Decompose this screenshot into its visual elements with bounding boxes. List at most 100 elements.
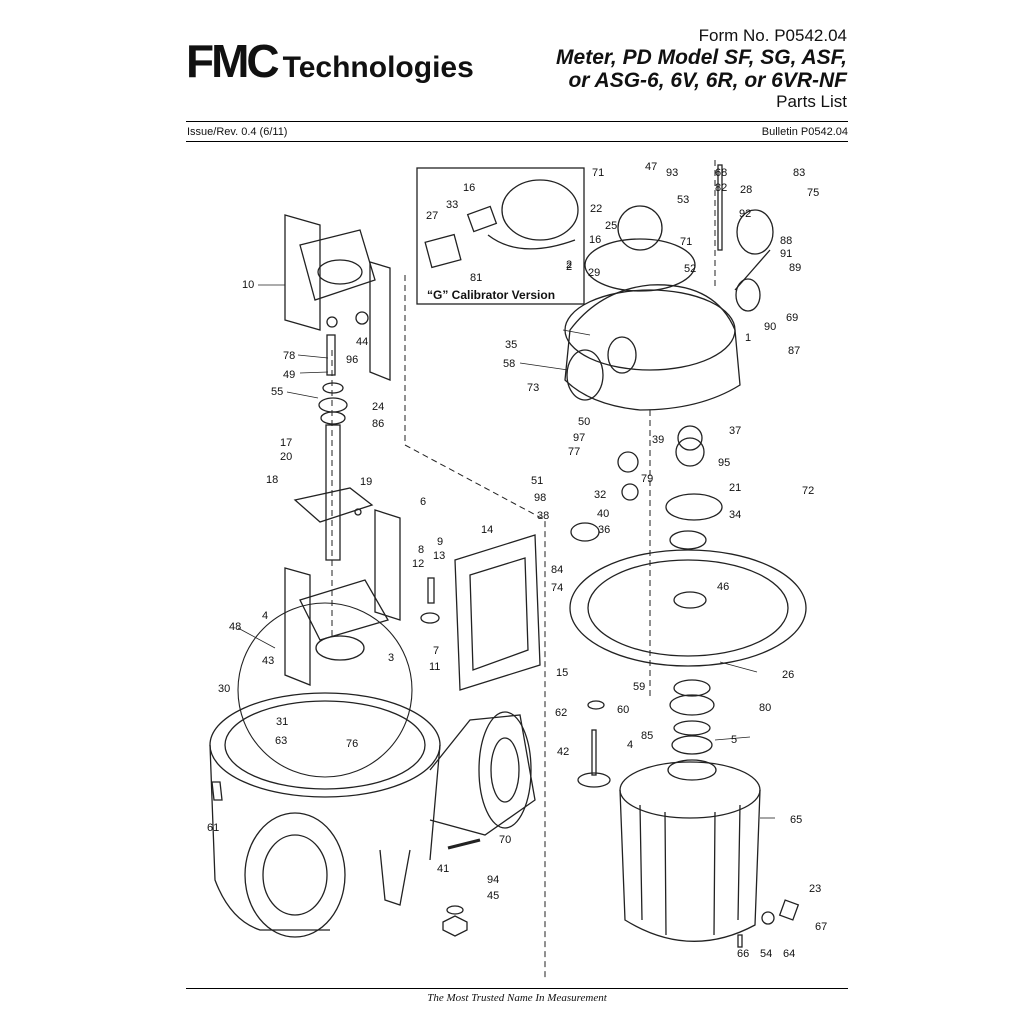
part-callout-12: 12 xyxy=(412,558,424,570)
part-callout-42: 42 xyxy=(557,746,569,758)
inset-caption: “G” Calibrator Version xyxy=(427,288,555,302)
part-callout-83: 83 xyxy=(793,167,805,179)
shoe-segment xyxy=(454,534,541,691)
part-callout-20: 20 xyxy=(280,451,292,463)
part-callout-77: 77 xyxy=(568,446,580,458)
part-callout-78: 78 xyxy=(283,350,295,362)
part-callout-53: 53 xyxy=(677,194,689,206)
part-callout-71: 71 xyxy=(592,167,604,179)
part-callout-26: 26 xyxy=(782,669,794,681)
part-callout-94: 94 xyxy=(487,874,499,886)
part-callout-93: 93 xyxy=(666,167,678,179)
outlet-flange xyxy=(478,711,532,829)
part-callout-97: 97 xyxy=(573,432,585,444)
part-callout-84: 84 xyxy=(551,564,563,576)
document-subtitle: Parts List xyxy=(776,92,847,111)
header-rule xyxy=(186,121,848,122)
part-callout-28: 28 xyxy=(740,184,752,196)
part-callout-4: 4 xyxy=(262,610,268,622)
part-callout-37: 37 xyxy=(729,425,741,437)
part-callout-72: 72 xyxy=(802,485,814,497)
part-callout-71: 71 xyxy=(680,236,692,248)
part-callout-5: 5 xyxy=(731,734,737,746)
part-callout-10: 10 xyxy=(242,279,254,291)
part-callout-21: 21 xyxy=(729,482,741,494)
part-callout-58: 58 xyxy=(503,358,515,370)
part-callout-39: 39 xyxy=(652,434,664,446)
subheader-rule xyxy=(186,141,848,142)
inset-calibrator-housing xyxy=(501,179,579,241)
meter-housing xyxy=(209,692,536,938)
logo-text: Technologies xyxy=(282,51,474,84)
part-callout-69: 69 xyxy=(786,312,798,324)
part-callout-41: 41 xyxy=(437,863,449,875)
part-callout-74: 74 xyxy=(551,582,563,594)
part-callout-82: 82 xyxy=(715,182,727,194)
part-callout-2: 2 xyxy=(566,259,572,271)
part-callout-11: 11 xyxy=(429,661,440,673)
part-callout-2: 2 xyxy=(566,261,572,273)
part-callout-80: 80 xyxy=(759,702,771,714)
part-callout-16: 16 xyxy=(463,182,475,194)
part-callout-25: 25 xyxy=(605,220,617,232)
part-callout-50: 50 xyxy=(578,416,590,428)
part-callout-88: 88 xyxy=(780,235,792,247)
part-callout-9: 9 xyxy=(437,536,443,548)
part-callout-40: 40 xyxy=(597,508,609,520)
part-callout-16: 16 xyxy=(589,234,601,246)
part-callout-13: 13 xyxy=(433,550,445,562)
part-callout-47: 47 xyxy=(645,161,657,173)
part-callout-38: 38 xyxy=(537,510,549,522)
part-callout-54: 54 xyxy=(760,948,772,960)
part-callout-27: 27 xyxy=(426,210,438,222)
part-callout-51: 51 xyxy=(531,475,543,487)
part-callout-86: 86 xyxy=(372,418,384,430)
part-callout-89: 89 xyxy=(789,262,801,274)
part-callout-34: 34 xyxy=(729,509,741,521)
issue-revision: Issue/Rev. 0.4 (6/11) xyxy=(187,126,288,138)
part-callout-64: 64 xyxy=(783,948,795,960)
part-callout-85: 85 xyxy=(641,730,653,742)
part-callout-8: 8 xyxy=(418,544,424,556)
part-callout-3: 3 xyxy=(388,652,394,664)
top-cover xyxy=(564,164,774,411)
part-callout-91: 91 xyxy=(780,248,792,260)
part-callout-61: 61 xyxy=(207,822,219,834)
part-callout-49: 49 xyxy=(283,369,295,381)
gear-train xyxy=(570,425,723,550)
document-title-line-2: or ASG-6, 6V, 6R, or 6VR-NF xyxy=(568,69,847,92)
part-callout-33: 33 xyxy=(446,199,458,211)
part-callout-52: 52 xyxy=(684,263,696,275)
rotor-cylinder xyxy=(619,761,761,942)
part-callout-87: 87 xyxy=(788,345,800,357)
part-callout-63: 63 xyxy=(275,735,287,747)
part-callout-45: 45 xyxy=(487,890,499,902)
part-callout-65: 65 xyxy=(790,814,802,826)
part-callout-43: 43 xyxy=(262,655,274,667)
part-callout-1: 1 xyxy=(745,332,751,344)
part-callout-44: 44 xyxy=(356,336,368,348)
part-callout-79: 79 xyxy=(641,473,653,485)
bulletin-number: Bulletin P0542.04 xyxy=(761,126,848,138)
part-callout-29: 29 xyxy=(588,267,600,279)
part-callout-90: 90 xyxy=(764,321,776,333)
part-callout-36: 36 xyxy=(598,524,610,536)
rotor-stack xyxy=(577,679,717,788)
part-callout-92: 92 xyxy=(739,208,751,220)
part-callout-48: 48 xyxy=(229,621,241,633)
part-callout-98: 98 xyxy=(534,492,546,504)
part-callout-95: 95 xyxy=(718,457,730,469)
part-callout-18: 18 xyxy=(266,474,278,486)
part-callout-35: 35 xyxy=(505,339,517,351)
logo-mark: FMC xyxy=(186,35,280,87)
part-callout-15: 15 xyxy=(556,667,568,679)
middle-bracket-assembly xyxy=(284,509,440,686)
part-callout-62: 62 xyxy=(555,707,567,719)
form-number: Form No. P0542.04 xyxy=(698,26,847,45)
part-callout-59: 59 xyxy=(633,681,645,693)
part-callout-67: 67 xyxy=(815,921,827,933)
part-callout-22: 22 xyxy=(590,203,602,215)
inset-gear-block xyxy=(424,233,462,269)
